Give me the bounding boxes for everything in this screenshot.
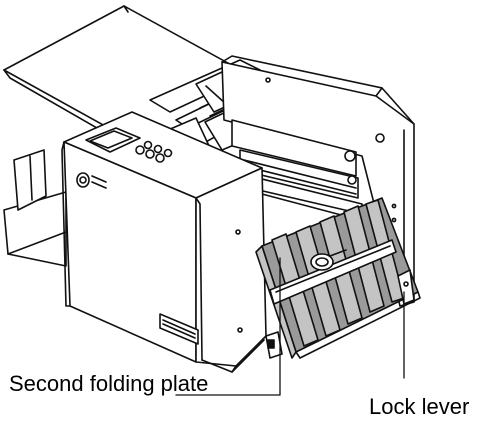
plate-foot	[265, 331, 283, 359]
lock-lever	[397, 269, 415, 305]
leader-lines	[175, 257, 405, 396]
second-folding-plate	[255, 197, 421, 359]
lock-lever-label: Lock lever	[369, 394, 470, 419]
second-folding-plate-label: Second folding plate	[9, 371, 209, 396]
second-folding-plate-leader	[175, 257, 281, 396]
exit-tray	[3, 149, 67, 267]
main-body	[61, 111, 267, 373]
